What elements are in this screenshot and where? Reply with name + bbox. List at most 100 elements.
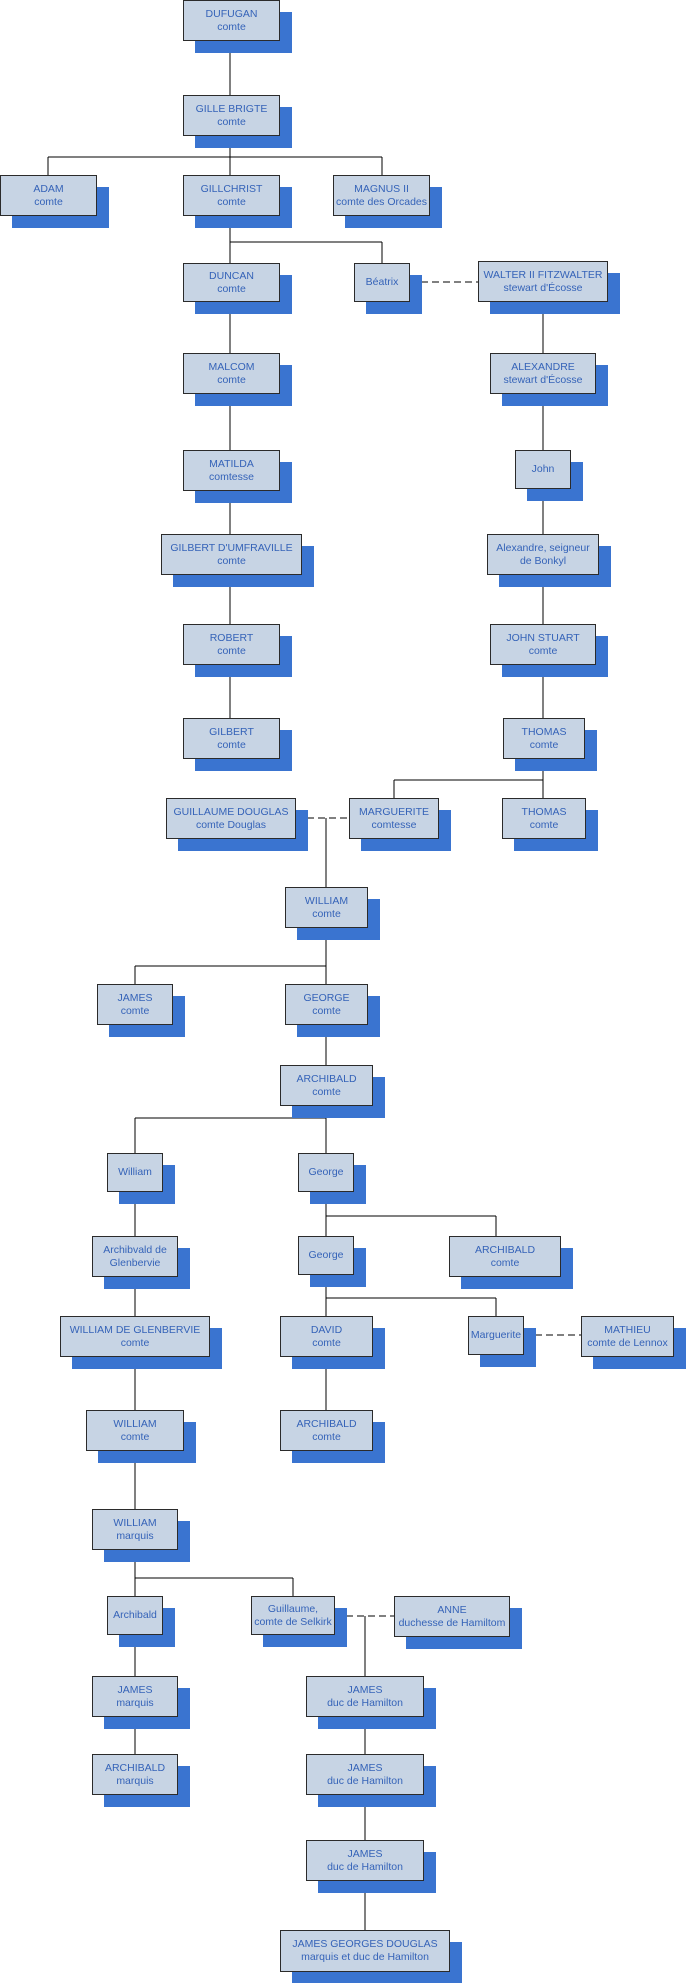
person-node-marguerite-2: Marguerite	[468, 1316, 536, 1367]
person-name: WALTER II FITZWALTER	[483, 268, 603, 281]
person-title: comte	[120, 1004, 150, 1017]
person-title: comte	[312, 1085, 341, 1098]
node-box: William	[107, 1153, 163, 1192]
person-node-george-2: George	[298, 1153, 366, 1204]
person-name: ARCHIBALD	[296, 1417, 357, 1430]
person-name: George	[308, 1249, 344, 1261]
person-name: ARCHIBALD	[296, 1072, 357, 1085]
person-name: JAMES	[347, 1683, 383, 1696]
person-title: comtesse	[209, 470, 254, 483]
person-title: stewart d'Écosse	[503, 281, 583, 294]
person-name: WILLIAM	[304, 894, 349, 907]
person-name: MATILDA	[209, 457, 254, 470]
person-title: comte Douglas	[195, 818, 267, 831]
person-node-john: John	[515, 450, 583, 501]
person-title: comte	[490, 1256, 520, 1269]
person-name: JAMES	[117, 1683, 153, 1696]
person-node-beatrix: Béatrix	[354, 263, 422, 314]
person-title: comte	[312, 1004, 341, 1017]
person-node-guillaume-selkirk: Guillaume,comte de Selkirk	[251, 1596, 347, 1647]
person-title: comte	[217, 20, 246, 33]
person-title: comte	[528, 644, 558, 657]
person-name: GILBERT D'UMFRAVILLE	[170, 541, 293, 554]
person-name: MATHIEU	[604, 1323, 651, 1336]
person-name: ANNE	[437, 1603, 467, 1616]
person-title: comte	[312, 1430, 341, 1443]
person-name: DAVID	[310, 1323, 343, 1336]
person-title: comte	[120, 1430, 150, 1443]
person-title: comte	[529, 818, 559, 831]
person-name: THOMAS	[521, 805, 567, 818]
person-title: comte	[217, 195, 246, 208]
person-title: duc de Hamilton	[327, 1860, 403, 1873]
person-title: comte	[217, 644, 246, 657]
person-name: MARGUERITE	[358, 805, 429, 818]
person-title: comte	[312, 1336, 341, 1349]
person-name: ROBERT	[209, 631, 254, 644]
person-title: comte	[120, 1336, 150, 1349]
person-node-william-2: William	[107, 1153, 175, 1204]
person-name: THOMAS	[521, 725, 567, 738]
person-name: JOHN STUART	[506, 631, 580, 644]
person-name: ALEXANDRE	[511, 360, 575, 373]
person-title: duc de Hamilton	[327, 1774, 403, 1787]
person-title: comte de Lennox	[587, 1336, 668, 1349]
person-title: Glenbervie	[109, 1256, 161, 1269]
person-name: GEORGE	[303, 991, 350, 1004]
person-name: WILLIAM DE GLENBERVIE	[69, 1323, 201, 1336]
person-name: GILLE BRIGTE	[195, 102, 268, 115]
person-title: comte	[217, 554, 246, 567]
person-title: de Bonkyl	[519, 554, 567, 567]
person-title: marquis	[116, 1774, 154, 1787]
person-title: marquis	[116, 1529, 154, 1542]
person-title: comte	[217, 738, 246, 751]
person-name: John	[531, 463, 555, 475]
person-title: duc de Hamilton	[327, 1696, 403, 1709]
person-title: comte	[217, 282, 246, 295]
person-node-archibald-4: Archibald	[107, 1596, 175, 1647]
node-box: George	[298, 1153, 354, 1192]
person-name: William	[118, 1166, 152, 1178]
person-title: comtesse	[371, 818, 417, 831]
